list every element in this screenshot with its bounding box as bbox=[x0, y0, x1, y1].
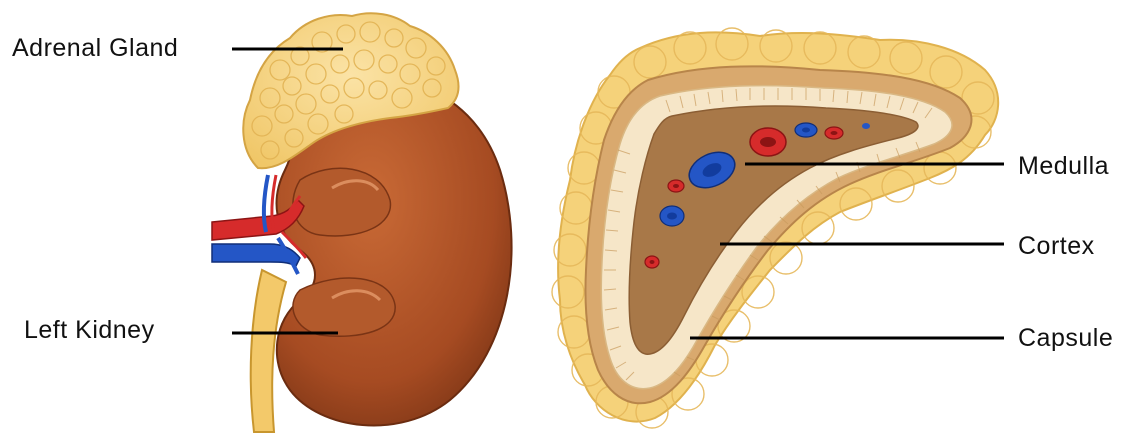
label-cortex: Cortex bbox=[1018, 234, 1095, 259]
vein-small-2 bbox=[862, 123, 870, 129]
kidney-lobe-lower bbox=[293, 278, 395, 336]
adrenal-cross-section bbox=[552, 28, 998, 428]
label-adrenal-gland: Adrenal Gland bbox=[12, 36, 178, 61]
label-left-kidney: Left Kidney bbox=[24, 318, 155, 343]
label-capsule: Capsule bbox=[1018, 326, 1113, 351]
kidney-lobe-upper bbox=[293, 168, 391, 236]
kidney-with-adrenal bbox=[212, 13, 512, 432]
label-medulla: Medulla bbox=[1018, 154, 1109, 179]
